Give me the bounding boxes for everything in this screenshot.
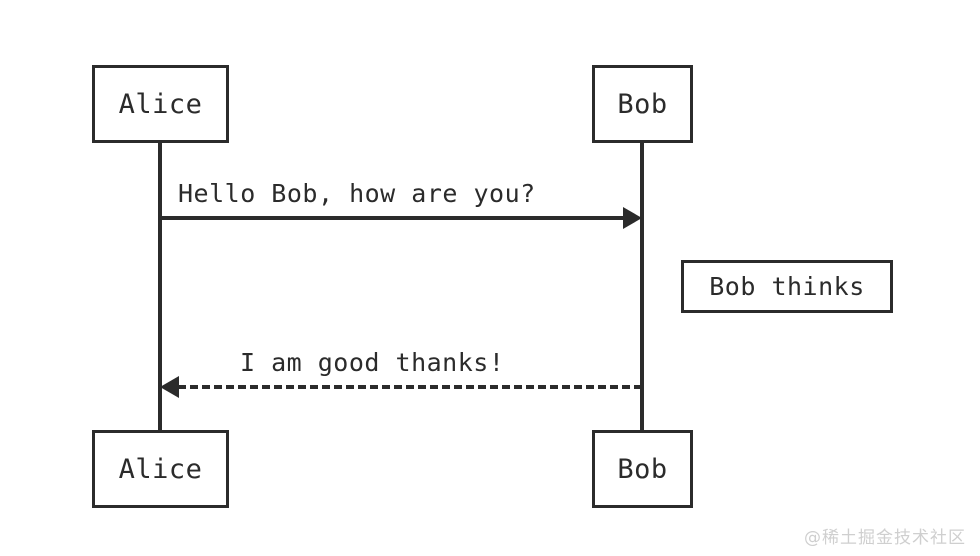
note-label-1: Bob thinks xyxy=(709,272,865,301)
message-line-1 xyxy=(160,216,624,220)
message-alice-to-bob[interactable]: Hello Bob, how are you? xyxy=(160,175,642,229)
arrowhead-left-icon xyxy=(160,376,179,398)
message-line-2 xyxy=(178,385,642,389)
message-bob-to-alice[interactable]: I am good thanks! xyxy=(160,348,642,398)
actor-box-alice-bottom[interactable]: Alice xyxy=(92,430,229,508)
lifeline-bob xyxy=(640,142,644,431)
lifeline-alice xyxy=(158,142,162,431)
note-bob-thinks[interactable]: Bob thinks xyxy=(681,260,893,313)
arrowhead-right-icon xyxy=(623,207,642,229)
actor-label-alice-bottom: Alice xyxy=(118,453,203,485)
actor-label-bob-top: Bob xyxy=(617,88,668,120)
actor-box-bob-bottom[interactable]: Bob xyxy=(592,430,693,508)
actor-label-bob-bottom: Bob xyxy=(617,453,668,485)
message-label-1: Hello Bob, how are you? xyxy=(178,179,536,208)
actor-label-alice-top: Alice xyxy=(118,88,203,120)
watermark-text: @稀土掘金技术社区 xyxy=(804,528,966,548)
actor-box-bob-top[interactable]: Bob xyxy=(592,65,693,143)
actor-box-alice-top[interactable]: Alice xyxy=(92,65,229,143)
message-label-2: I am good thanks! xyxy=(240,348,505,377)
